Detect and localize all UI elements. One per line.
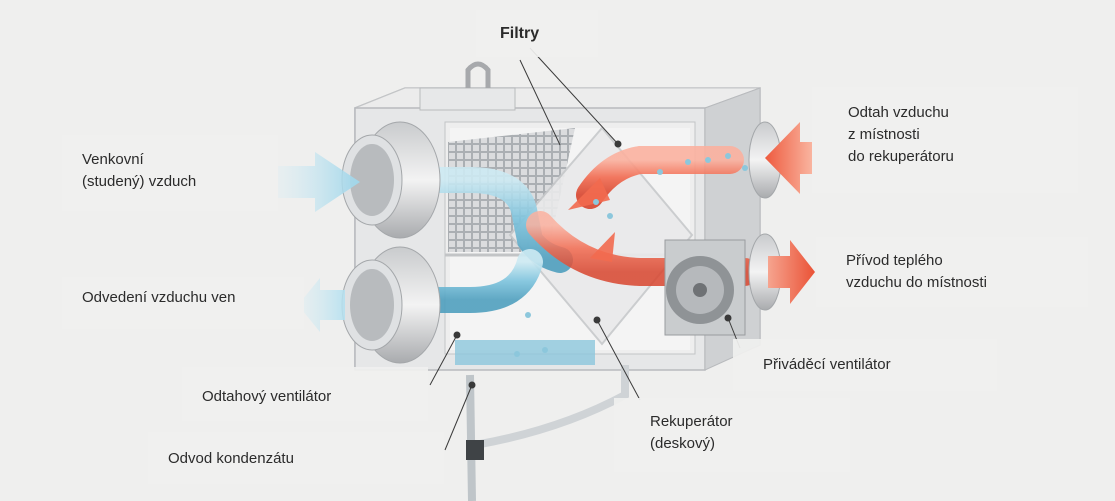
label-rekuperator: Rekuperátor (deskový) [614,398,850,472]
arrow-supply-out [768,240,815,304]
label-odtah-line3: do rekuperátoru [848,148,954,165]
label-odtah-line1: Odtah vzduchu [848,104,949,121]
label-rekuperator-line1: Rekuperátor [650,413,733,430]
arrow-exhaust-out [298,278,345,332]
label-venkovni-line2: (studený) vzduch [82,173,197,190]
label-odvedeni-text: Odvedení vzduchu ven [82,289,236,306]
label-odtahovy: Odtahový ventilátor [182,367,428,421]
label-privadeci-text: Přiváděcí ventilátor [763,356,891,373]
label-odtahovy-text: Odtahový ventilátor [202,388,332,405]
arrow-extract-in [765,122,812,194]
duct-inlet-left [341,121,441,239]
label-privod-line2: vzduchu do místnosti [846,274,987,291]
cold-air-path [367,167,573,313]
label-filtry-text: Filtry [500,25,540,42]
label-odvod: Odvod kondenzátu [148,432,444,484]
condensate-drops [514,153,748,357]
label-odvedeni: Odvedení vzduchu ven [62,277,304,329]
heat-exchanger [508,126,694,346]
label-venkovni: Venkovní (studený) vzduch [62,135,278,211]
warm-air-path [526,146,759,286]
label-odtah: Odtah vzduchu z místnosti do rekuperátor… [812,87,1078,193]
label-privod-line1: Přívod teplého [846,252,943,269]
label-privadeci: Přiváděcí ventilátor [733,339,997,391]
label-privod: Přívod teplého vzduchu do místnosti [816,237,1088,307]
duct-outlet-left [341,246,441,364]
label-filtry: Filtry [476,10,598,57]
callout-lines [429,47,741,451]
label-odvod-text: Odvod kondenzátu [168,450,294,467]
supply-fan [664,239,746,336]
arrow-outdoor-air-in [278,152,360,212]
label-odtah-line2: z místnosti [848,126,920,143]
label-rekuperator-line2: (deskový) [650,435,716,452]
condensate-drain [466,365,629,501]
top-handle [419,61,516,111]
label-venkovni-line1: Venkovní [82,151,144,168]
